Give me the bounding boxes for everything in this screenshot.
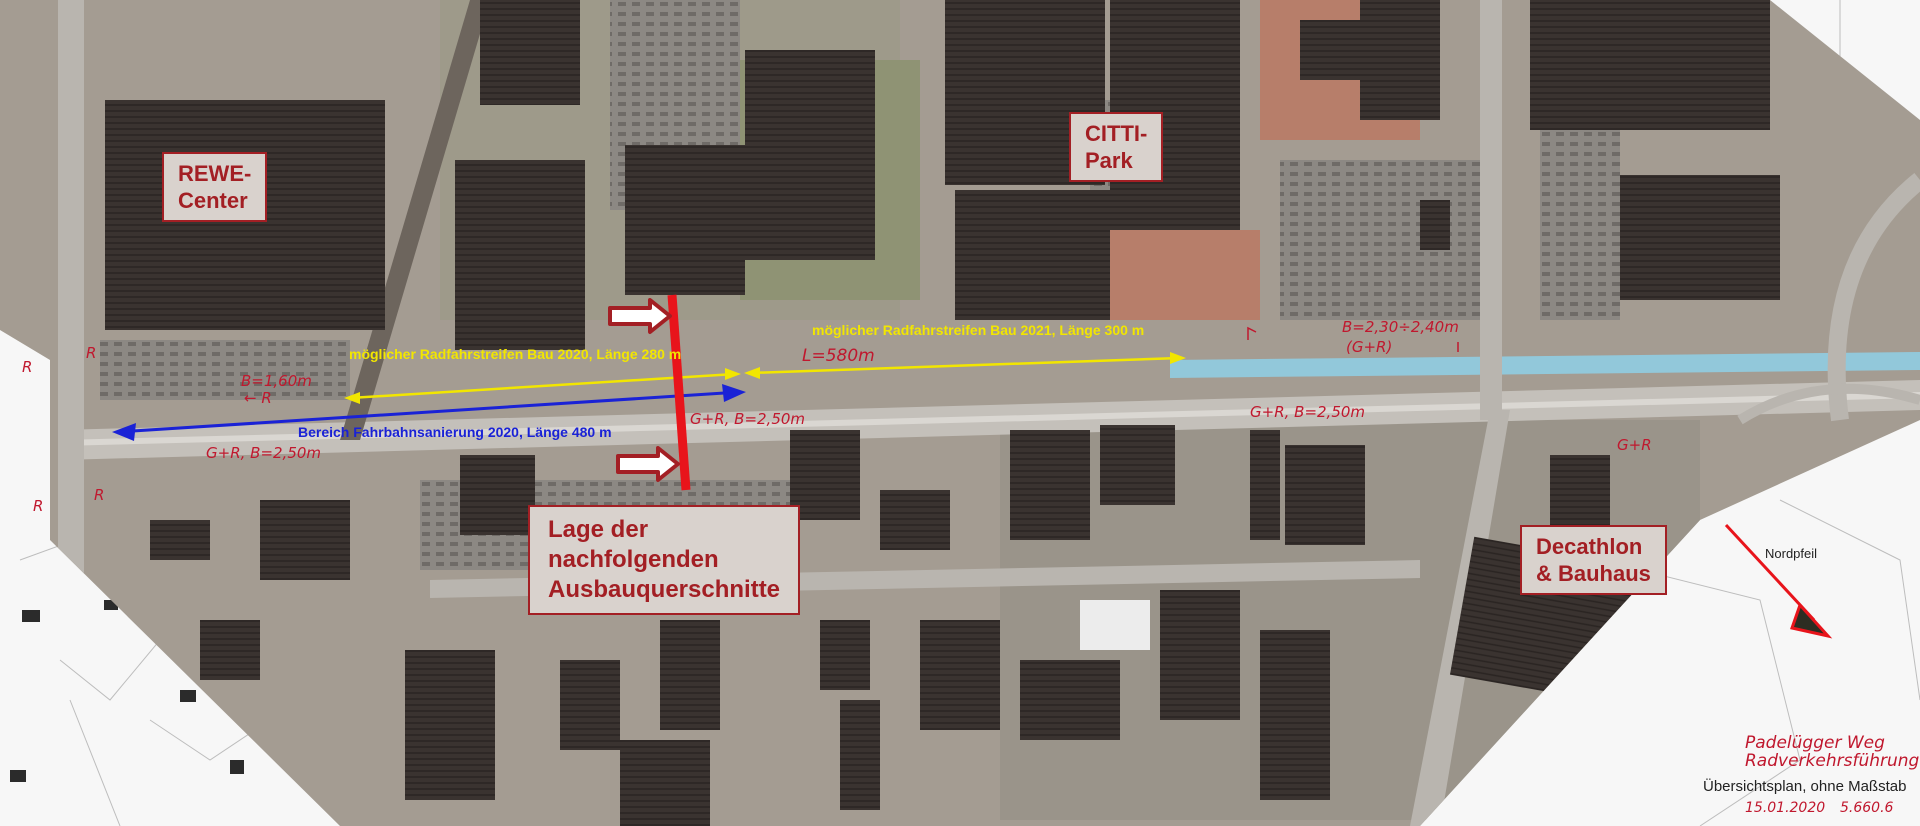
bau-2020-line: [344, 368, 741, 404]
note-r-left-3: R: [33, 497, 44, 515]
note-gr-right: G+R: [1617, 436, 1652, 454]
bau-2021-line: [744, 352, 1186, 379]
plan-number: 5.660.6: [1840, 800, 1894, 816]
sanierung-line: [112, 384, 746, 441]
plan-type: Übersichtsplan, ohne Maßstab: [1703, 778, 1907, 795]
north-arrow-label: Nordpfeil: [1765, 546, 1818, 561]
label-rewe-center: REWE- Center: [162, 152, 268, 222]
note-gr-250-left: G+R, B=2,50m: [206, 444, 322, 462]
route-label-bau-2020: möglicher Radfahrstreifen Bau 2020, Läng…: [349, 346, 682, 362]
plan-date: 15.01.2020: [1745, 800, 1826, 816]
route-label-sanierung: Bereich Fahrbahnsanierung 2020, Länge 48…: [298, 424, 612, 440]
note-r-left-4: R: [94, 486, 105, 504]
label-cross-section-location: Lage der nachfolgenden Ausbauquerschnitt…: [528, 505, 801, 615]
note-r-small: ← R: [244, 389, 272, 407]
note-r-left-1: R: [22, 358, 33, 376]
label-decathlon-bauhaus: Decathlon & Bauhaus: [1520, 525, 1667, 595]
note-length-580: L=580m: [802, 346, 875, 366]
note-width-160: B=1,60m: [241, 372, 312, 390]
route-label-bau-2021: möglicher Radfahrstreifen Bau 2021, Läng…: [812, 322, 1145, 338]
note-width-230-240: B=2,30÷2,40m: [1342, 318, 1459, 336]
cross-section-line: [667, 294, 691, 491]
label-citti-park: CITTI- Park: [1069, 112, 1164, 182]
section-arrow-top: [608, 298, 672, 334]
title-subject: Radverkehrsführung: [1745, 751, 1920, 771]
note-gr-250-mid: G+R, B=2,50m: [690, 410, 806, 428]
note-r-left-2: R: [86, 344, 97, 362]
note-gr-250-right: G+R, B=2,50m: [1250, 403, 1366, 421]
note-gr-paren: (G+R): [1346, 338, 1393, 356]
north-arrow-icon: [1724, 523, 1833, 639]
title-street: Padelügger Weg: [1745, 733, 1885, 753]
section-arrow-bottom: [616, 446, 680, 482]
